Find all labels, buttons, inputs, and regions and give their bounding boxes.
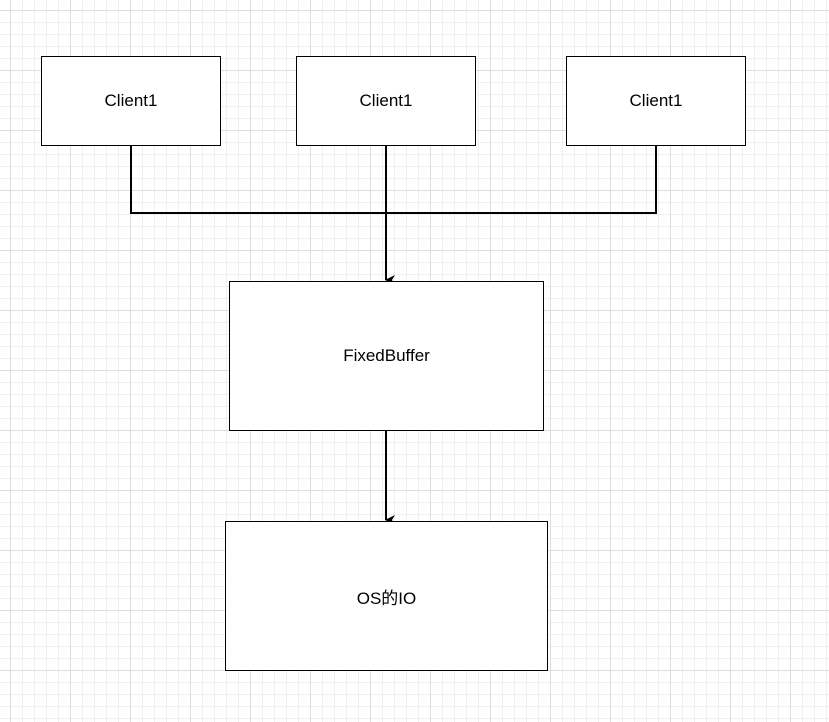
client-node-right[interactable]: Client1 bbox=[566, 56, 746, 146]
client-node-left[interactable]: Client1 bbox=[41, 56, 221, 146]
os-io-label: OS的IO bbox=[356, 588, 417, 608]
client-node-center-label: Client1 bbox=[359, 91, 413, 110]
client-node-left-label: Client1 bbox=[104, 91, 158, 110]
connector-client-a bbox=[130, 146, 386, 214]
fixed-buffer-label: FixedBuffer bbox=[343, 346, 430, 365]
os-io-node[interactable]: OS的IO bbox=[225, 521, 548, 671]
fixed-buffer-node[interactable]: FixedBuffer bbox=[229, 281, 544, 431]
client-node-right-label: Client1 bbox=[629, 91, 683, 110]
client-node-center[interactable]: Client1 bbox=[296, 56, 476, 146]
connector-client-c bbox=[386, 146, 657, 214]
